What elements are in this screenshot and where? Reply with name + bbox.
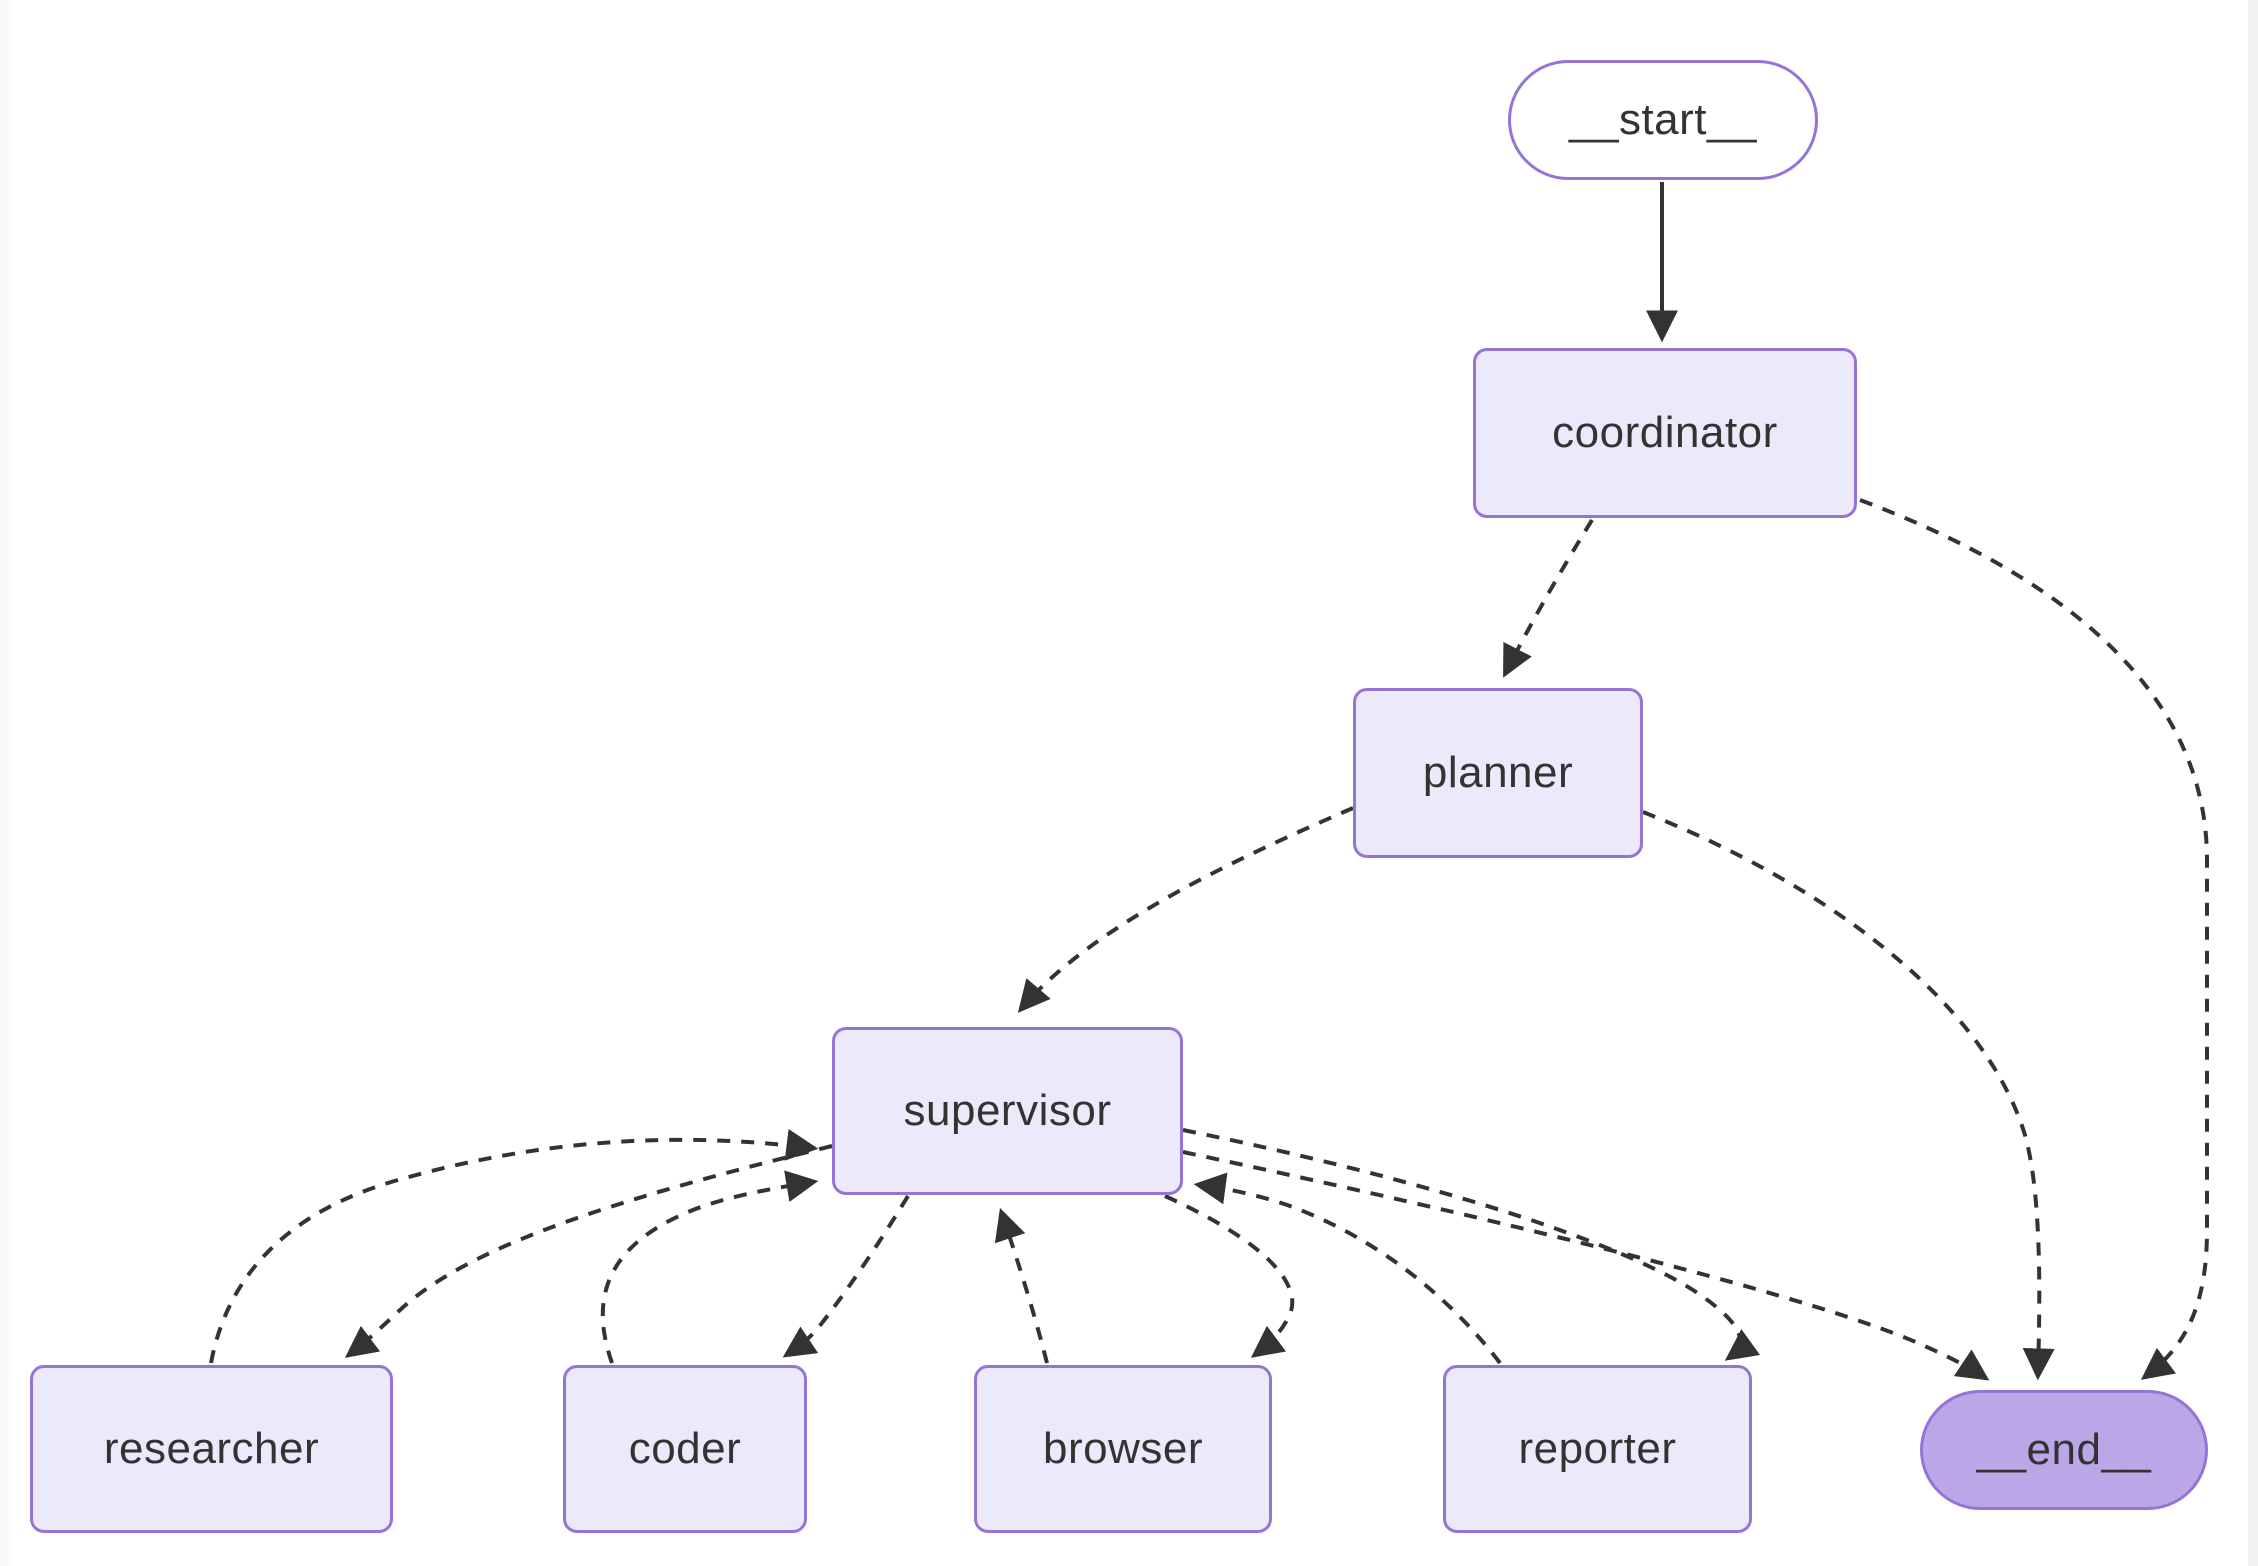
node-planner: planner	[1353, 688, 1643, 858]
edge-supervisor-end	[1182, 1150, 1990, 1381]
scrollbar-track[interactable]	[2248, 0, 2258, 1566]
node-coordinator: coordinator	[1473, 348, 1857, 518]
edge-supervisor-coder	[782, 1194, 910, 1358]
node-researcher: researcher	[30, 1365, 393, 1533]
edge-browser-supervisor	[994, 1207, 1049, 1364]
node-coordinator-label: coordinator	[1552, 408, 1778, 457]
node-planner-label: planner	[1422, 748, 1574, 797]
edge-coordinator-end	[1859, 498, 2209, 1380]
edge-coordinator-planner	[1503, 518, 1594, 678]
edge-planner-supervisor	[1017, 806, 1354, 1013]
left-gutter	[0, 0, 12, 1566]
edge-reporter-supervisor	[1193, 1172, 1502, 1365]
node-coder-label: coder	[628, 1424, 742, 1473]
node-browser-label: browser	[1043, 1424, 1203, 1473]
node-end-label: __end__	[1976, 1425, 2152, 1474]
edge-supervisor-researcher	[344, 1144, 833, 1358]
node-start: __start__	[1508, 60, 1818, 180]
edge-supervisor-browser	[1164, 1194, 1295, 1358]
node-browser: browser	[974, 1365, 1272, 1533]
node-coder: coder	[563, 1365, 807, 1533]
edge-coder-supervisor	[600, 1170, 819, 1364]
node-start-label: __start__	[1569, 95, 1757, 144]
node-researcher-label: researcher	[103, 1424, 320, 1473]
node-supervisor-label: supervisor	[903, 1086, 1112, 1135]
edge-researcher-supervisor	[209, 1128, 819, 1364]
edge-planner-end	[1642, 810, 2055, 1381]
edge-supervisor-reporter	[1182, 1128, 1761, 1361]
node-supervisor: supervisor	[832, 1027, 1183, 1195]
node-end: __end__	[1920, 1390, 2208, 1510]
node-reporter: reporter	[1443, 1365, 1752, 1533]
node-reporter-label: reporter	[1518, 1424, 1677, 1473]
